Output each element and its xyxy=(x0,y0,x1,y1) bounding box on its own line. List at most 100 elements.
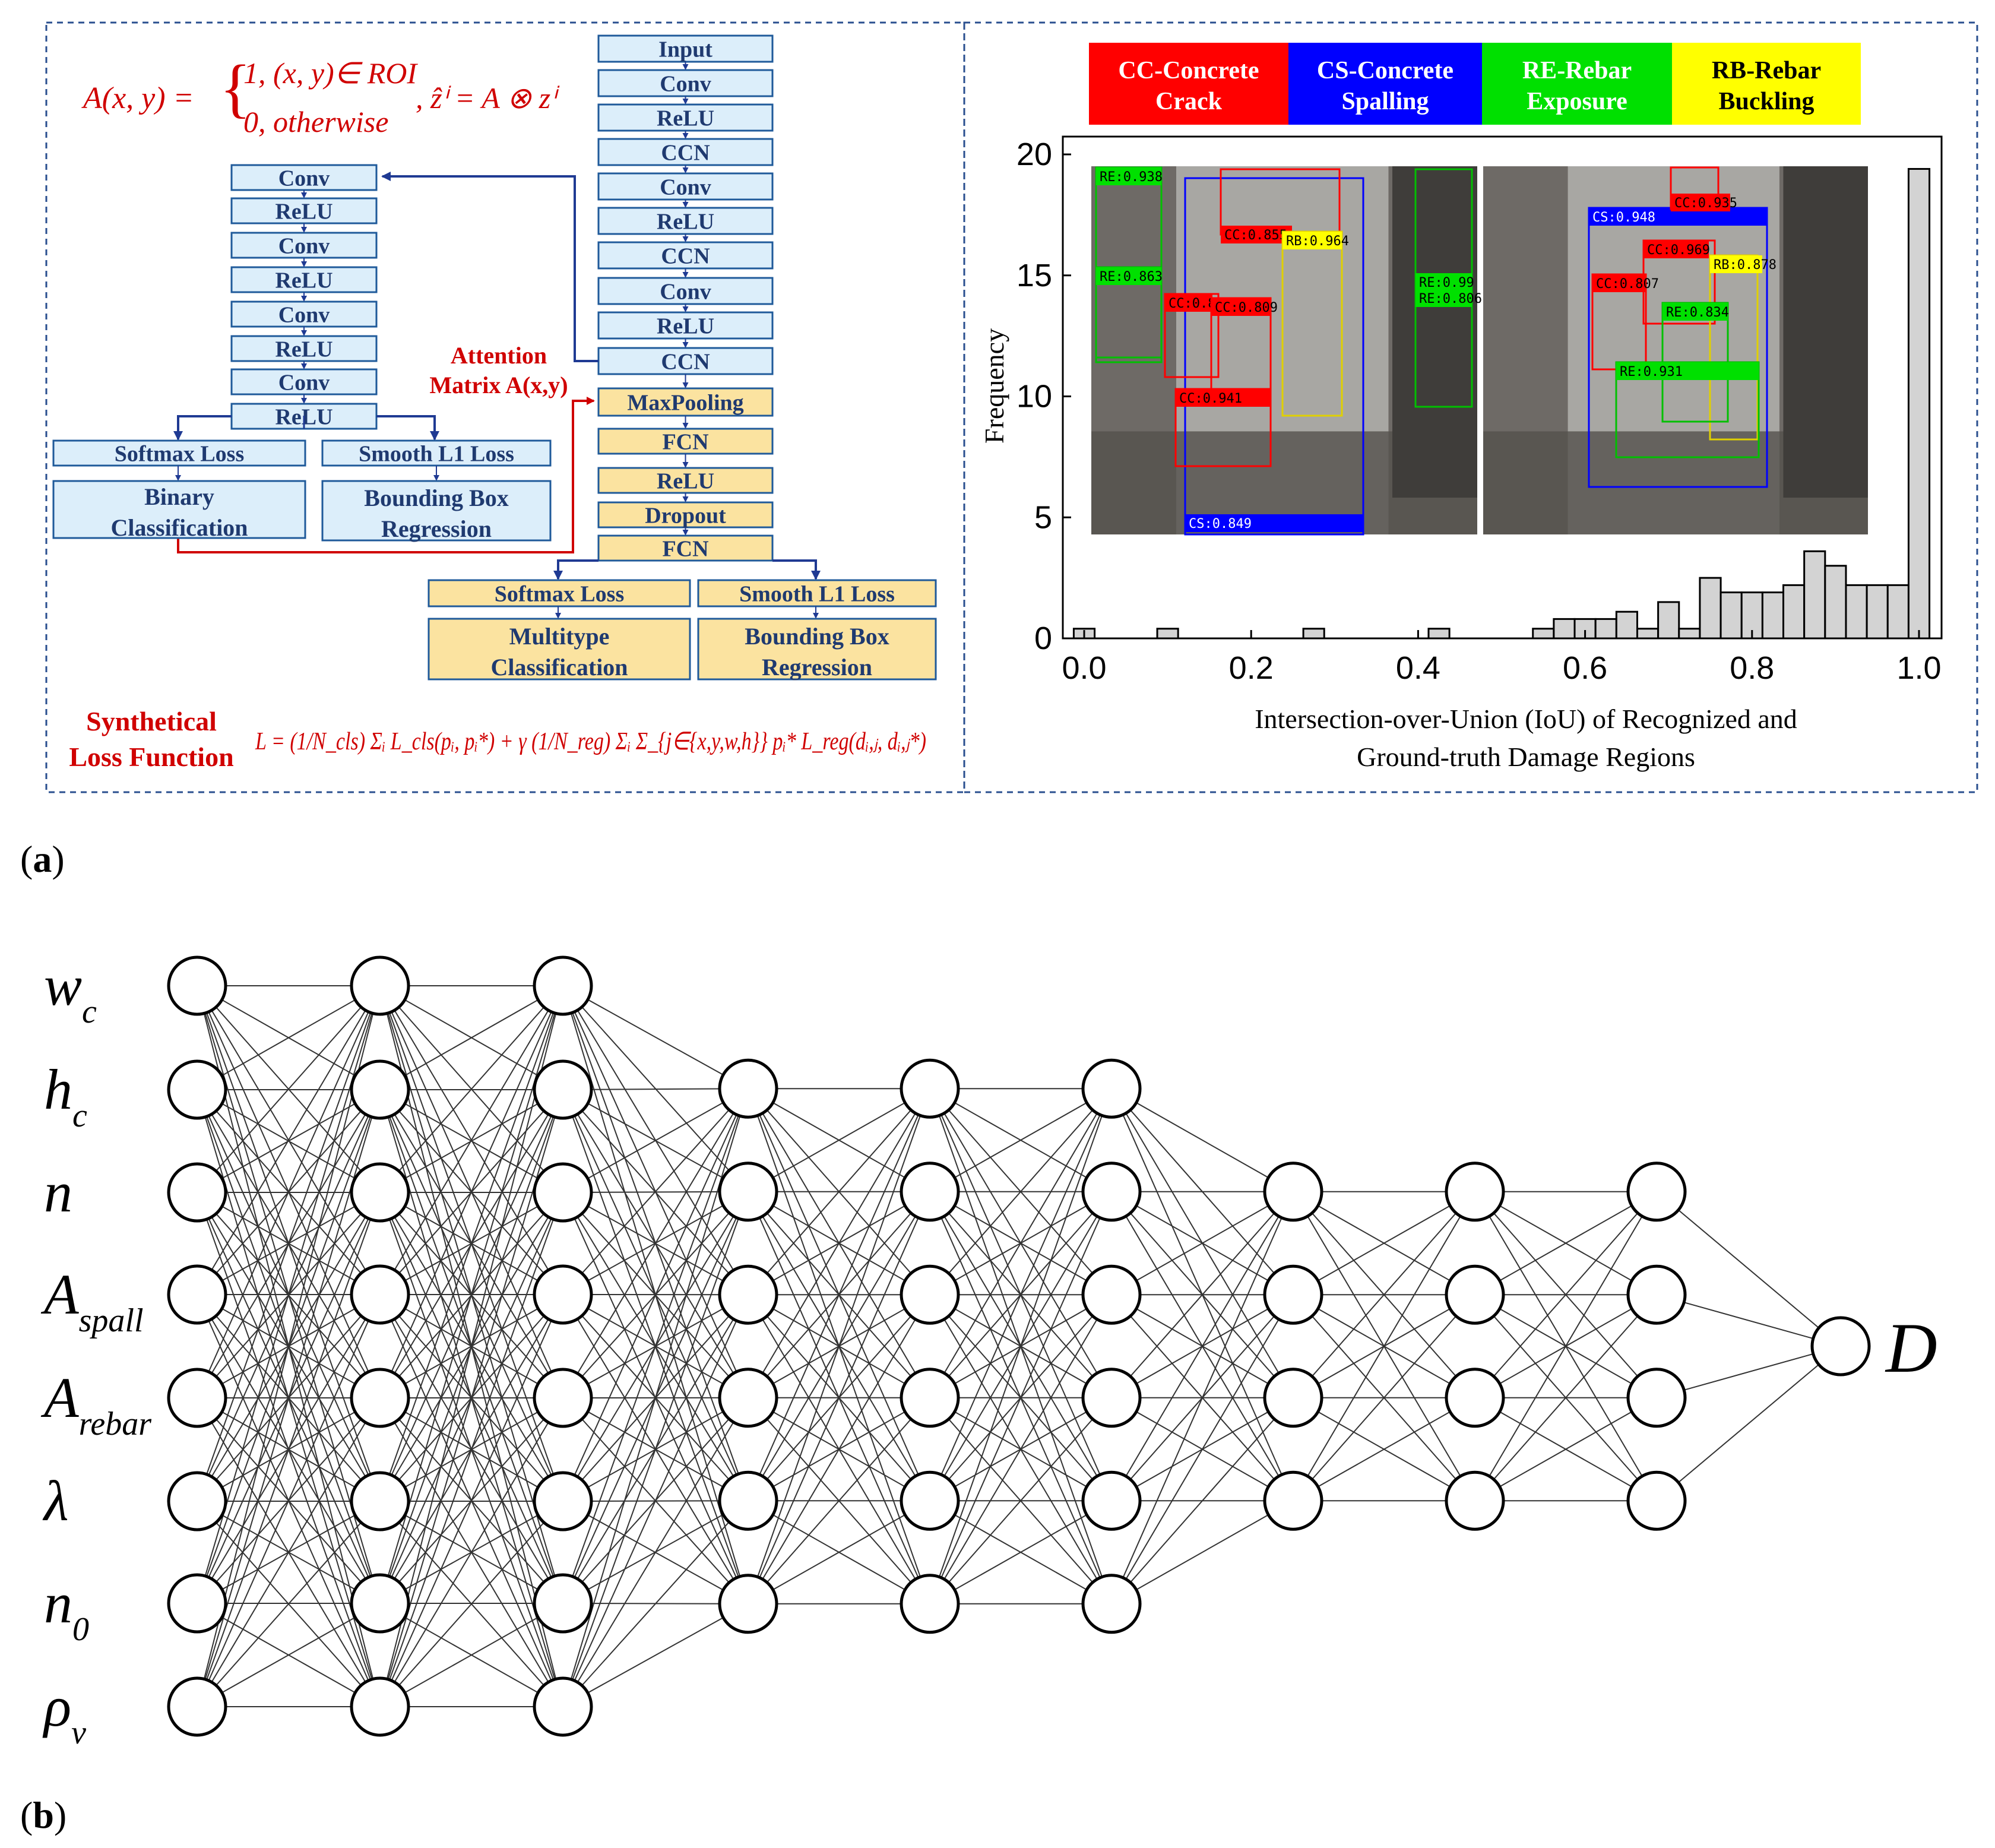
edge-0-2-0 xyxy=(197,985,381,1193)
node-5-5 xyxy=(1081,1574,1142,1634)
backbone-relu-8-box xyxy=(597,311,774,340)
node-7-3 xyxy=(1445,1470,1505,1531)
edge-0-7-6 xyxy=(197,1603,381,1707)
node-3-0 xyxy=(718,1058,778,1119)
edge-1-7-3 xyxy=(379,1294,563,1707)
rpn-split-right xyxy=(376,415,439,441)
edge-2-3-0 xyxy=(562,1088,749,1295)
edge-8-1-0 xyxy=(1656,1294,1841,1347)
label-cc-0941-text: CC:0.941 xyxy=(1179,391,1242,406)
label-cc-0807-tag xyxy=(1592,274,1646,292)
legend-label-line1: CS-Concrete xyxy=(1317,57,1454,84)
edge-3-5-3 xyxy=(748,1397,930,1605)
edge-0-7-3 xyxy=(197,1294,381,1707)
node-3-1 xyxy=(718,1162,778,1222)
multitype-classification-line1: Multitype xyxy=(509,623,610,650)
node-0-2 xyxy=(167,1162,227,1223)
chart-frame xyxy=(1062,135,1943,640)
rpn-relu-1-label: ReLU xyxy=(275,199,332,224)
rpn-bounding-box-regression-box xyxy=(321,480,552,542)
head-maxpooling-0-label: MaxPooling xyxy=(627,390,743,415)
backbone-ccn-6-label: CCN xyxy=(661,243,710,268)
edge-5-4-0 xyxy=(1111,1191,1294,1501)
node-0-5 xyxy=(167,1471,227,1531)
label-re-0806-tag xyxy=(1416,289,1472,307)
formula-rhs: , ẑⁱ = A ⊗ zⁱ xyxy=(416,81,560,115)
edge-3-5-0 xyxy=(748,1088,930,1605)
node-4-2 xyxy=(900,1264,960,1325)
softmax-loss: Softmax Loss xyxy=(428,579,691,607)
node-5-0 xyxy=(1081,1058,1142,1119)
node-6-0 xyxy=(1263,1162,1323,1222)
edge-6-1-0 xyxy=(1293,1191,1475,1296)
edge-4-5-4 xyxy=(929,1500,1112,1605)
node-3-3 xyxy=(718,1368,778,1428)
histogram-bar-10 xyxy=(1657,601,1680,640)
input-symbol-7: ρ xyxy=(42,1675,71,1738)
edge-5-0-0 xyxy=(1111,1088,1294,1192)
edge-2-1-0 xyxy=(562,1088,749,1090)
edge-2-7-4 xyxy=(562,1500,749,1707)
edge-4-2-0 xyxy=(929,1088,1112,1295)
edge-4-5-1 xyxy=(929,1191,1112,1605)
histogram-bar-11 xyxy=(1678,628,1701,640)
head-dropout-3: Dropout xyxy=(597,501,774,529)
histogram-bar-12 xyxy=(1699,577,1722,640)
backbone-ccn-6: CCN xyxy=(597,241,774,270)
node-8-3 xyxy=(1626,1470,1687,1531)
label-rb-0878-text: RB:0.878 xyxy=(1714,258,1776,273)
edge-2-7-2 xyxy=(562,1294,749,1707)
attention-label: Attention Matrix A(x,y) xyxy=(429,342,568,398)
label-re-0931-tag xyxy=(1616,362,1759,380)
node-2-7 xyxy=(533,1676,593,1737)
detection-photo-2-background-dark xyxy=(1783,166,1868,498)
edge-0-5-0 xyxy=(197,985,381,1502)
label-rb-0878-tag xyxy=(1710,255,1762,273)
edge-2-7-1 xyxy=(562,1191,749,1707)
rpn-conv-4: Conv xyxy=(230,300,378,328)
input-symbol-6: n xyxy=(44,1571,72,1635)
softmax-loss-box xyxy=(428,579,691,607)
binary-classification-box xyxy=(52,480,306,539)
edge-4-1-0 xyxy=(929,1088,1112,1192)
input-symbol-2: n xyxy=(44,1160,72,1224)
panel-b-label: (b) xyxy=(20,1794,66,1836)
loss-formula: L = (1/N_cls) Σᵢ L_cls(pᵢ, pᵢ*) + γ (1/N… xyxy=(255,728,926,755)
rpn-relu-3-label: ReLU xyxy=(275,268,332,293)
y-tick-label-4: 20 xyxy=(1016,137,1052,172)
histogram-bar-2 xyxy=(1302,628,1325,640)
edge-2-7-0 xyxy=(562,1088,749,1707)
legend-label-line2: Crack xyxy=(1155,88,1223,115)
histogram-bar-19 xyxy=(1845,584,1868,640)
histogram-bar-18 xyxy=(1824,565,1847,640)
legend-swatch xyxy=(1482,43,1672,125)
histogram-bar-1 xyxy=(1156,628,1179,640)
detection-photo-1-background-dark xyxy=(1392,166,1477,498)
y-tick-label-1: 5 xyxy=(1034,499,1052,535)
edge-5-5-3 xyxy=(1111,1500,1294,1605)
edge-0-3-0 xyxy=(197,985,381,1295)
node-2-5 xyxy=(533,1471,593,1531)
input-label-3: Aspall xyxy=(40,1262,144,1339)
edge-3-5-4 xyxy=(748,1500,930,1605)
panel-b-label-open: ( xyxy=(20,1794,33,1836)
head-fcn-4-label: FCN xyxy=(662,536,708,561)
x-tick-label-5: 1.0 xyxy=(1896,650,1941,686)
histogram-bar-22 xyxy=(1907,167,1931,640)
label-cs-0849-tag xyxy=(1185,514,1363,532)
bounding-box-regression-line1: Bounding Box xyxy=(745,623,889,650)
node-1-4 xyxy=(350,1368,410,1428)
synthetical-line1: Synthetical xyxy=(86,706,217,736)
node-7-2 xyxy=(1445,1368,1505,1428)
label-cc-0969-tag xyxy=(1644,241,1709,258)
detection-photo-1: RE:0.938RE:0.863CC:0.855RB:0.964CC:0.8rC… xyxy=(1091,166,1482,536)
label-re-0931-text: RE:0.931 xyxy=(1620,365,1683,379)
rpn-conv-0: Conv xyxy=(230,164,378,191)
backbone-relu-2-box xyxy=(597,103,774,132)
node-0-4 xyxy=(167,1368,227,1428)
